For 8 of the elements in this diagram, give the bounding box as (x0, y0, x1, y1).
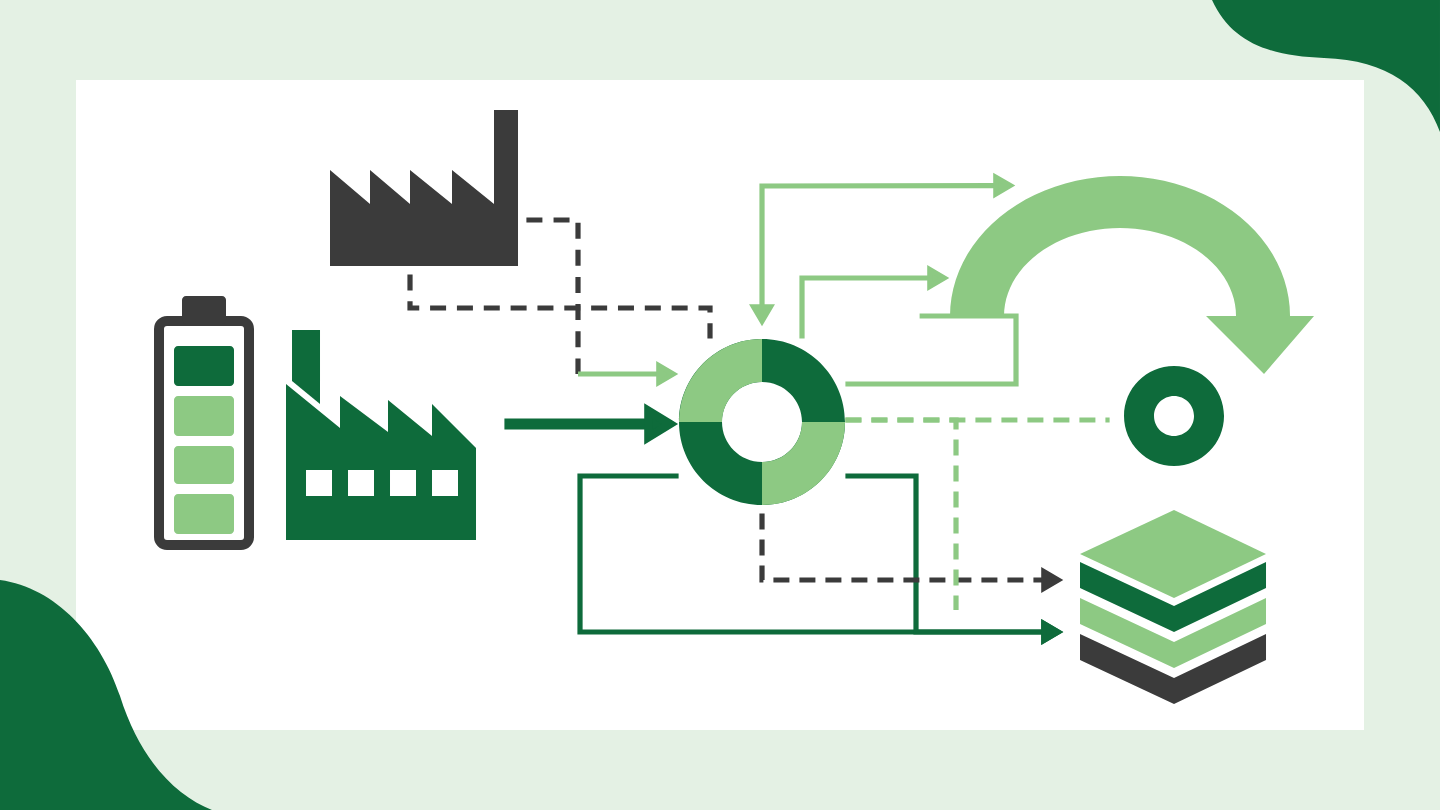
connector-line (845, 313, 1019, 387)
dashed-line (845, 417, 959, 610)
factory-icon (330, 110, 518, 266)
curved-arrow (950, 176, 1314, 374)
battery-icon (154, 296, 254, 550)
factory-icon (286, 330, 476, 540)
dashed-line (407, 274, 713, 339)
layer-stack-icon (1080, 510, 1266, 704)
